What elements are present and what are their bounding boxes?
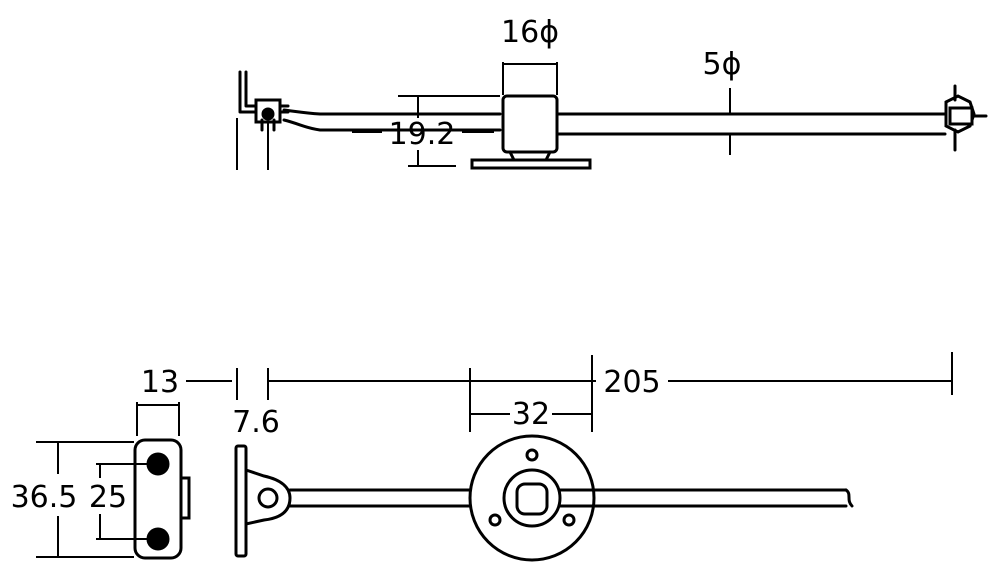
mounting-hole-top (146, 452, 170, 476)
plan-view (234, 434, 854, 562)
dim-shaft-diameter: 5ϕ (703, 47, 742, 82)
length-dimensions: 205 32 13 7.6 (141, 352, 953, 440)
dim-boss-diameter: 16ϕ (501, 15, 559, 50)
boss-bore (515, 482, 549, 516)
screw-hole (525, 448, 539, 462)
dim-height: 19.2 (389, 117, 456, 152)
bracket-flange (179, 476, 191, 520)
screw-hole (562, 513, 576, 527)
dim-bracket-width: 13 (141, 365, 179, 400)
bracket-end-view: 36.5 25 (11, 402, 191, 560)
dim-bracket-height: 36.5 (11, 480, 78, 515)
mounting-plate (470, 158, 592, 170)
dim-pcd: 32 (512, 397, 550, 432)
screw-hole (488, 513, 502, 527)
side-elevation-view: 16ϕ 5ϕ 19.2 (236, 15, 988, 170)
mounting-hole-bottom (146, 527, 170, 551)
pivot-pin (261, 107, 275, 121)
dim-hole-pitch: 25 (89, 480, 127, 515)
rod-break-end (844, 488, 854, 508)
pivot-hole (257, 487, 279, 509)
end-nut-washer (948, 106, 974, 126)
dim-clearance: 7.6 (232, 405, 280, 440)
dim-total-length: 205 (603, 365, 660, 400)
stay-arm-bottom (282, 118, 502, 132)
boss-body (501, 94, 559, 154)
stay-arm-top (282, 108, 502, 116)
